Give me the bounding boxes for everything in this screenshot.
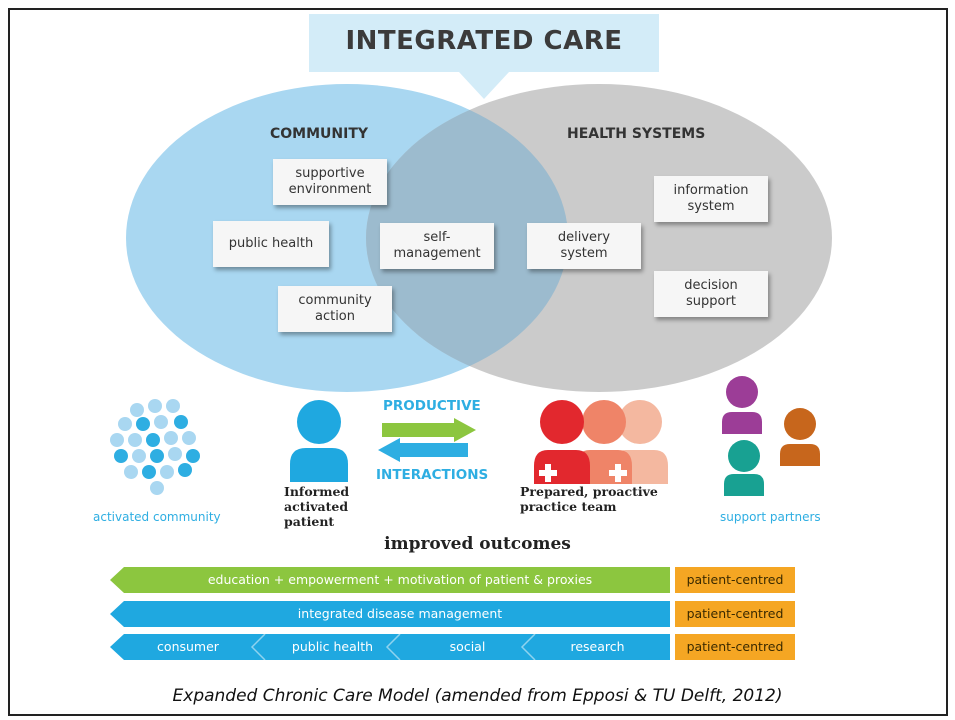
social-segment: social [449,639,486,654]
public-health-segment: public health [291,639,374,654]
patient-label: Informed activated patient [284,484,350,529]
practice-team-label: Prepared, proactive practice team [520,484,658,514]
public-health-box: public health [213,221,329,267]
interaction-arrows [378,418,476,462]
community-label: COMMUNITY [270,126,369,142]
overlap-region [366,84,568,392]
education-bar: education + empowerment + motivation of … [110,567,670,593]
team-member-2 [576,400,632,484]
improved-outcomes-heading: improved outcomes [384,534,571,554]
figure-caption: Expanded Chronic Care Model (amended fro… [172,686,783,706]
interactions-label: INTERACTIONS [376,467,489,483]
title-banner: INTEGRATED CARE [309,14,659,99]
supportive-environment-box: supportive environment [273,159,387,205]
patient-centred-tag-2: patient-centred [675,601,795,627]
left-arrow-icon [378,438,468,462]
activated-community-label: activated community [93,510,221,524]
practice-team-icon [534,400,668,484]
health-systems-label: HEALTH SYSTEMS [567,126,706,142]
patient-centred-tag-1: patient-centred [675,567,795,593]
self-management-box: self- management [380,223,494,269]
community-action-box: community action [278,286,392,332]
education-bar-label: education + empowerment + motivation of … [207,572,593,587]
support-partners-icon [722,376,820,496]
consumer-segment: consumer [157,639,219,654]
banner-shape [309,14,659,99]
delivery-system-box: delivery system [527,223,641,269]
disease-management-label: integrated disease management [297,606,503,621]
information-system-box: information system [654,176,768,222]
page-title: INTEGRATED CARE [345,26,623,56]
decision-support-box: decision support [654,271,768,317]
productive-label: PRODUCTIVE [383,398,481,414]
support-partners-label: support partners [720,510,821,524]
patient-centred-tag-3: patient-centred [675,634,795,660]
patient-person-icon [290,400,348,482]
team-member-1 [534,400,590,484]
research-segment: research [570,639,625,654]
disease-management-bar: integrated disease management [110,601,670,627]
right-arrow-icon [382,418,476,442]
stakeholder-bar: consumer public health social research [110,634,670,660]
activated-community-icon [110,399,200,495]
